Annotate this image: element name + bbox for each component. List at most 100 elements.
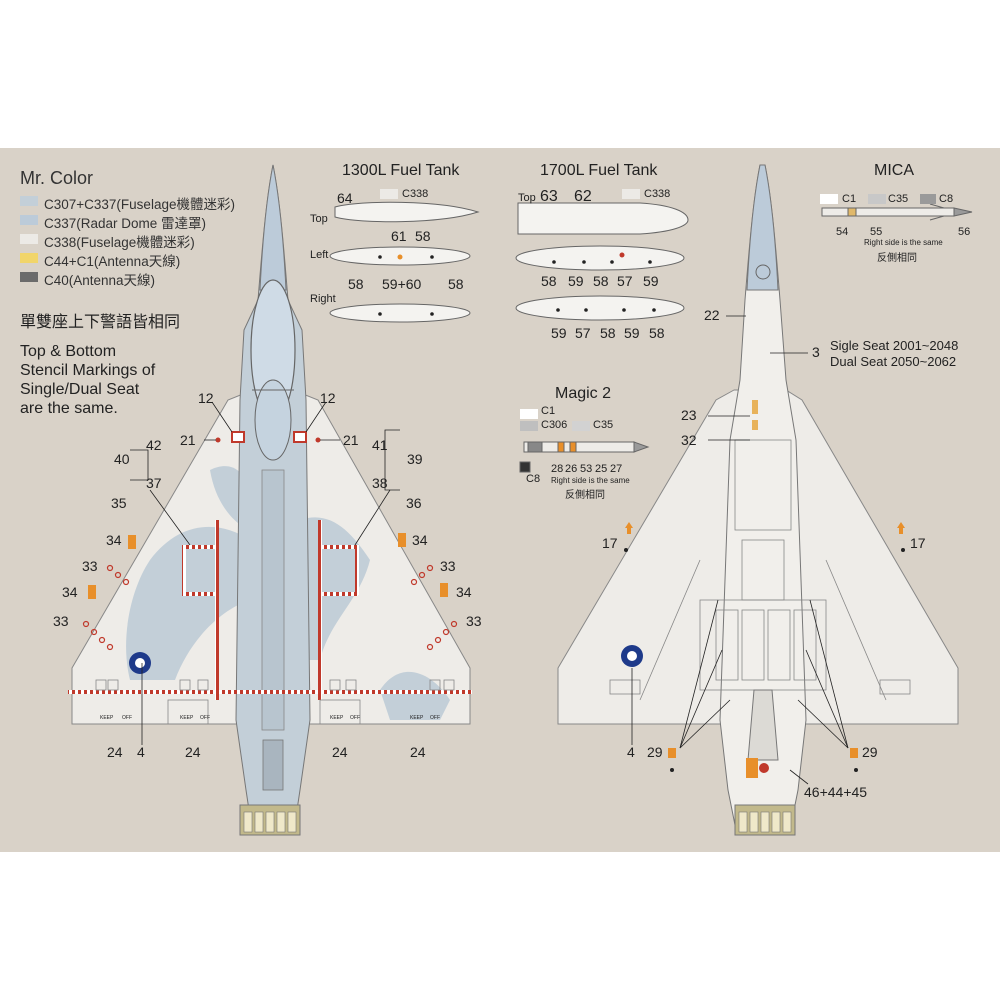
tv-n34-c: 34 (62, 584, 78, 600)
tv-n41: 41 (372, 437, 388, 453)
stencil-off-3: OFF (350, 715, 360, 721)
fuel-1300-view-right: Right (310, 293, 336, 305)
stencil-off-4: OFF (430, 715, 440, 721)
fuel-1700-r1-4: 59 (643, 273, 659, 289)
tv-n21-right: 21 (343, 432, 359, 448)
bottom-view-aircraft (557, 164, 959, 836)
magic2-swatch-c306-label: C306 (541, 419, 568, 431)
fuel-tank-1700-views (515, 202, 689, 321)
fuel-1700-r2-1: 57 (575, 325, 591, 341)
magic2-swatch-c35-label: C35 (593, 419, 614, 431)
fuel-1700-r1-0: 58 (541, 273, 557, 289)
note-english: Top & Bottom Stencil Markings of Single/… (20, 343, 156, 417)
mica-swatch-c35 (868, 194, 886, 204)
legend-label: C338(Fuselage機體迷彩) (44, 235, 195, 250)
stencil-keep-1: KEEP (100, 715, 114, 721)
tv-n34-a: 34 (106, 532, 122, 548)
fuel-1700-n63: 63 (540, 188, 558, 205)
magic2-swatch-c306 (520, 421, 538, 431)
legend-swatch (20, 253, 38, 263)
mica-n54: 54 (836, 226, 849, 238)
magic2-n27: 27 (610, 463, 623, 475)
tv-n33-c: 33 (53, 613, 69, 629)
fuel-1700-title: 1700L Fuel Tank (540, 162, 658, 179)
tv-n4: 4 (137, 744, 145, 760)
fuel-1300-n61: 61 (391, 228, 407, 244)
fuel-1700-r1-3: 57 (617, 273, 633, 289)
tv-n40: 40 (114, 451, 130, 467)
tv-n24-c: 24 (332, 744, 348, 760)
mica-swatch-c8-label: C8 (939, 193, 954, 205)
magic2-note-zh: 反側相同 (565, 490, 605, 501)
tv-n33-b: 33 (440, 558, 456, 574)
note-chinese: 單雙座上下警語皆相同 (20, 314, 181, 331)
tv-n24-b: 24 (185, 744, 201, 760)
fuel-1300-n58b: 58 (348, 276, 364, 292)
bv-n46-44-45: 46+44+45 (804, 784, 868, 800)
fuel-1300-n58c: 58 (448, 276, 464, 292)
legend-title: Mr. Color (20, 168, 94, 188)
magic2-swatch-c35 (572, 421, 590, 431)
tv-n37: 37 (146, 475, 162, 491)
legend-swatch (20, 272, 38, 282)
fuel-1700-r2-0: 59 (551, 325, 567, 341)
fuel-tank-1300-views (329, 201, 480, 323)
tv-n38: 38 (372, 475, 388, 491)
fuel-1300-swatch-label: C338 (402, 188, 429, 200)
fuel-1300-n64: 64 (337, 190, 353, 206)
tv-n21-left: 21 (180, 432, 196, 448)
tv-n34-d: 34 (456, 584, 472, 600)
fuel-1700-swatch (622, 189, 640, 199)
mica-note-en: Right side is the same (864, 238, 943, 247)
mica-swatch-c35-label: C35 (888, 193, 909, 205)
tv-n42: 42 (146, 437, 162, 453)
top-view-aircraft (68, 164, 472, 836)
tv-n24-a: 24 (107, 744, 123, 760)
magic2-swatch-c8-label: C8 (526, 473, 541, 485)
fuel-1300-n59-60: 59+60 (382, 276, 422, 292)
magic2-n28: 28 (551, 463, 564, 475)
magic2-n53: 53 (580, 463, 593, 475)
bv-n22: 22 (704, 307, 720, 323)
magic2-swatch-c1 (520, 409, 538, 419)
magic2-n25: 25 (595, 463, 608, 475)
magic2-note-en: Right side is the same (551, 476, 630, 485)
magic2-title: Magic 2 (555, 385, 612, 402)
tv-n33-a: 33 (82, 558, 98, 574)
magic2-missile (519, 441, 650, 473)
bv-n29-right: 29 (862, 744, 878, 760)
stencil-keep-3: KEEP (330, 715, 344, 721)
legend-swatch (20, 215, 38, 225)
bv-n32: 32 (681, 432, 697, 448)
fuel-1700-n62: 62 (574, 188, 592, 205)
bv-n29-left: 29 (647, 744, 663, 760)
stencil-off-1: OFF (122, 715, 132, 721)
fuel-1300-n58a: 58 (415, 228, 431, 244)
tv-n12-left: 12 (198, 390, 214, 406)
legend-label: C337(Radar Dome 雷達罩) (44, 216, 207, 231)
mica-title: MICA (874, 162, 914, 179)
bv-serial-dual: Dual Seat 2050~2062 (830, 354, 957, 369)
stencil-off-2: OFF (200, 715, 210, 721)
tv-n12-right: 12 (320, 390, 336, 406)
tv-n39: 39 (407, 451, 423, 467)
legend-label: C44+C1(Antenna天線) (44, 254, 181, 269)
stencil-keep-4: KEEP (410, 715, 424, 721)
fuel-1700-r2-4: 58 (649, 325, 665, 341)
legend-label: C40(Antenna天線) (44, 273, 156, 288)
fuel-1700-r2-2: 58 (600, 325, 616, 341)
fuel-1700-r1-2: 58 (593, 273, 609, 289)
bv-n3: 3 (812, 344, 820, 360)
legend-swatch (20, 196, 38, 206)
magic2-swatch-c1-label: C1 (541, 405, 556, 417)
mica-note-zh: 反側相同 (877, 253, 917, 264)
tv-n35: 35 (111, 495, 127, 511)
fuel-1300-title: 1300L Fuel Tank (342, 162, 460, 179)
mica-missile (821, 203, 973, 221)
mica-swatch-c1-label: C1 (842, 193, 857, 205)
bv-n17-left: 17 (602, 535, 618, 551)
legend-swatch (20, 234, 38, 244)
fuel-1300-swatch (380, 189, 398, 199)
mica-swatch-c1 (820, 194, 838, 204)
